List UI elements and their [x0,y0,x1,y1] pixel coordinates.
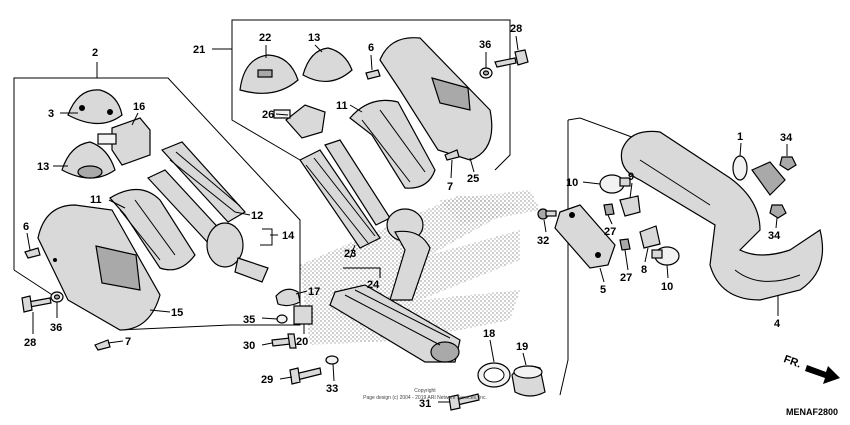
part-32-bolt [537,208,557,220]
pipe-assembly-frame [559,117,641,396]
part-17-clamp [275,288,301,307]
part-12-inner-pipe [160,141,246,223]
part-31-bolt [448,393,480,411]
part-19-gasket [511,365,546,397]
callout-27: 27 [604,226,616,238]
callout-7-right: 7 [447,181,453,193]
part-35-washer [276,314,288,324]
callout-36-right: 36 [479,39,491,51]
diagram-code: MENAF2800 [786,407,838,417]
callout-18: 18 [483,328,495,340]
part-10-band-a [599,174,631,194]
callout-19: 19 [516,341,528,353]
callout-12: 12 [251,210,263,222]
callout-8: 8 [641,264,647,276]
callout-17: 17 [308,286,320,298]
part-1-gasket [732,155,748,181]
callouts: 2 3 16 13 11 12 14 6 15 7 36 28 21 22 13… [23,23,793,410]
callout-13: 13 [37,161,49,173]
callout-34: 34 [780,132,793,144]
part-13-end-cap [61,141,116,179]
callout-25: 25 [467,173,479,185]
callout-29: 29 [261,374,273,386]
callout-10-b: 10 [661,281,673,293]
callout-31: 31 [419,398,431,410]
callout-3: 3 [48,108,54,120]
callout-32: 32 [537,235,549,247]
callout-7: 7 [125,336,131,348]
part-22-end-cap [239,54,299,94]
direction-indicator: FR. [782,353,840,384]
part-36-washer-left [50,291,64,303]
part-4-exhaust-pipe [620,130,824,301]
part-14-inner-pipe [147,169,269,283]
callout-13-right: 13 [308,32,320,44]
callout-20: 20 [296,336,308,348]
part-27-nut-a [603,203,615,216]
arrow-right-icon [805,365,840,384]
part-27-nut-b [619,238,631,251]
callout-10: 10 [566,177,578,189]
part-6-rivet-right [365,69,381,80]
callout-14: 14 [282,230,295,242]
part-18-band [477,362,511,388]
part-6-rivet-left [24,247,41,259]
part-11-packing-right [349,99,436,189]
callout-26: 26 [262,109,274,121]
callout-4: 4 [774,318,781,330]
center-silencer-pipe [329,230,461,363]
callout-2: 2 [92,47,98,59]
callout-28: 28 [24,337,36,349]
callout-33: 33 [326,383,338,395]
callout-6-right: 6 [368,42,374,54]
callout-36: 36 [50,322,62,334]
part-23-inner-pipe [299,149,381,249]
callout-5: 5 [600,284,606,296]
callout-27-b: 27 [620,272,632,284]
part-7-rivet-right [444,149,460,161]
part-9-stay [619,195,641,217]
part-25-muffler-body [379,37,493,161]
callout-24: 24 [367,279,380,291]
callout-23: 23 [344,248,356,260]
part-15-muffler-body [37,204,161,331]
part-8-stay [639,225,661,249]
callout-9: 9 [628,171,634,183]
callout-21: 21 [193,44,205,56]
callout-6: 6 [23,221,29,233]
part-7-rivet-left [94,339,111,351]
callout-11: 11 [90,194,102,206]
part-34-nut-b [769,204,787,219]
part-33-washer [325,355,339,365]
leader-lines [26,35,788,403]
part-30-bolt [271,333,297,349]
part-28-bolt-left [21,295,52,313]
copyright-line1: Copyright [414,388,436,394]
part-34-nut-a [779,156,797,171]
direction-label: FR. [782,353,803,370]
callout-16: 16 [133,101,145,113]
callout-1: 1 [737,131,743,143]
callout-35: 35 [243,314,255,326]
copyright-line2: Page design (c) 2004 - 2019 ARI Network … [363,395,487,401]
callout-28-right: 28 [510,23,522,35]
part-5-heat-guard [554,204,616,269]
part-3-end-cap [67,89,123,125]
part-36-washer-right [479,67,493,79]
callout-30: 30 [243,340,255,352]
part-11-packing [109,188,196,271]
callout-11-right: 11 [336,100,348,112]
part-13-end-cap-right [302,47,353,82]
muffler-assembly-frame-21 [212,19,511,171]
part-20-gasket [293,305,313,325]
part-28-bolt-right [494,49,529,68]
callout-22: 22 [259,32,271,44]
part-29-bolt [289,367,322,385]
part-10-band-b [651,246,680,266]
part-16-cap-flange [97,117,151,166]
callout-15: 15 [171,307,183,319]
callout-34-b: 34 [768,230,781,242]
part-26-cap-flange [273,104,326,139]
